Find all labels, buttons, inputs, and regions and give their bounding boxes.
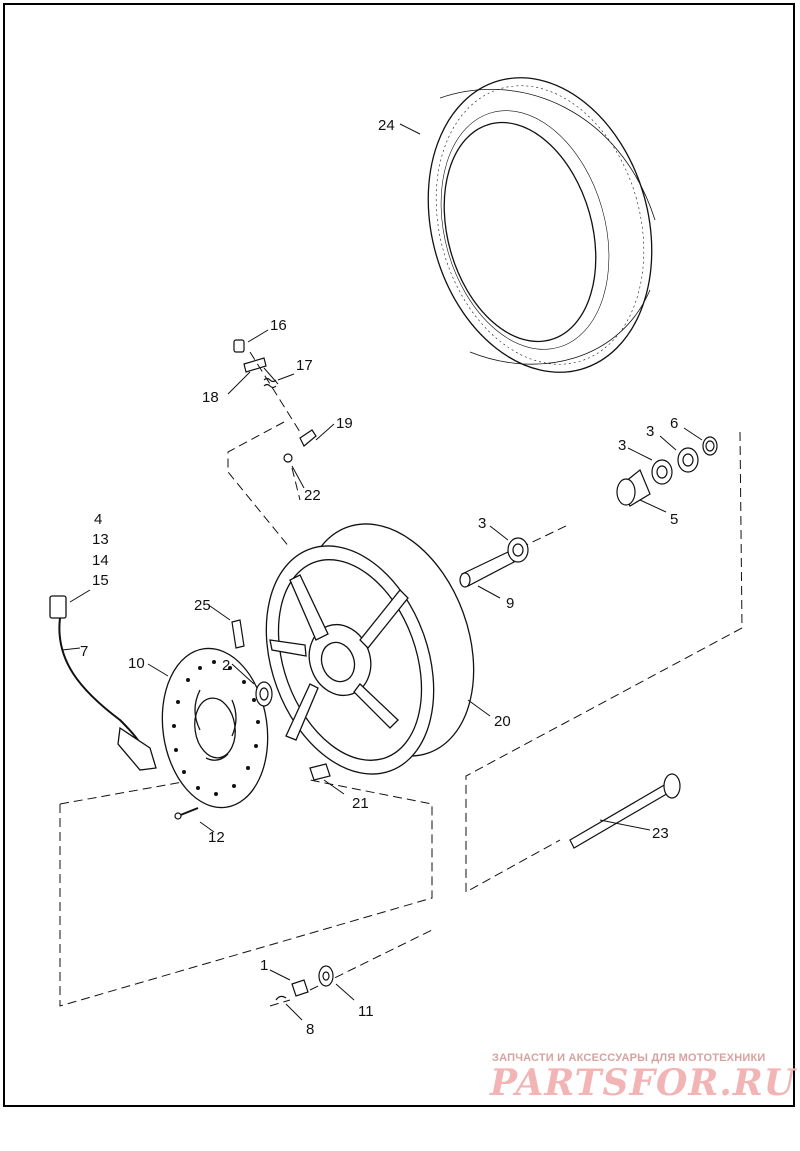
label-5: 5 — [670, 511, 678, 528]
label-11: 11 — [358, 1003, 374, 1020]
label-16: 16 — [270, 317, 287, 334]
callout-labels: 24 16 17 18 19 22 3 3 6 5 3 9 4 13 14 15… — [80, 117, 678, 1038]
label-3-right: 3 — [646, 423, 654, 440]
valve-nut-18 — [243, 357, 267, 373]
label-17: 17 — [296, 357, 313, 374]
valve-parts — [233, 339, 317, 463]
label-8: 8 — [306, 1021, 314, 1038]
brake-disc-drawing — [161, 647, 269, 809]
wheel-drawing — [265, 523, 475, 775]
label-9: 9 — [506, 595, 514, 612]
label-23: 23 — [652, 825, 669, 842]
label-1: 1 — [260, 957, 268, 974]
nut-1 — [291, 979, 309, 997]
label-6: 6 — [670, 415, 678, 432]
label-12: 12 — [208, 829, 225, 846]
label-7: 7 — [80, 643, 88, 660]
label-25: 25 — [194, 597, 211, 614]
label-14: 14 — [92, 552, 109, 569]
label-13: 13 — [92, 531, 109, 548]
key-25 — [231, 619, 245, 649]
sensor-connector — [49, 595, 67, 619]
label-18: 18 — [202, 389, 219, 406]
small-parts — [174, 436, 718, 1001]
valve-stem-19 — [299, 429, 317, 447]
label-3-left: 3 — [618, 437, 626, 454]
label-10: 10 — [128, 655, 145, 672]
sensor-body — [117, 726, 157, 771]
label-24: 24 — [378, 117, 395, 134]
tire-drawing — [427, 77, 656, 373]
label-22: 22 — [304, 487, 321, 504]
weight-21 — [309, 763, 331, 781]
valve-core-17 — [263, 377, 277, 389]
label-20: 20 — [494, 713, 511, 730]
clip-8 — [275, 995, 287, 1001]
label-21: 21 — [352, 795, 369, 812]
valve-cap-16 — [233, 339, 245, 353]
label-19: 19 — [336, 415, 353, 432]
watermark-logo: PARTSFOR.RU — [490, 1062, 797, 1104]
label-3-mid: 3 — [478, 515, 486, 532]
valve-grommet-22 — [283, 453, 293, 463]
label-2: 2 — [222, 657, 230, 674]
border — [3, 3, 795, 1107]
watermark-tagline: ЗАПЧАСТИ И АКСЕССУАРЫ ДЛЯ МОТОТЕХНИКИ — [492, 1052, 766, 1064]
label-15: 15 — [92, 572, 109, 589]
leader-lines — [61, 123, 703, 1021]
label-4: 4 — [94, 511, 102, 528]
abs-sensor-drawing — [49, 595, 157, 771]
